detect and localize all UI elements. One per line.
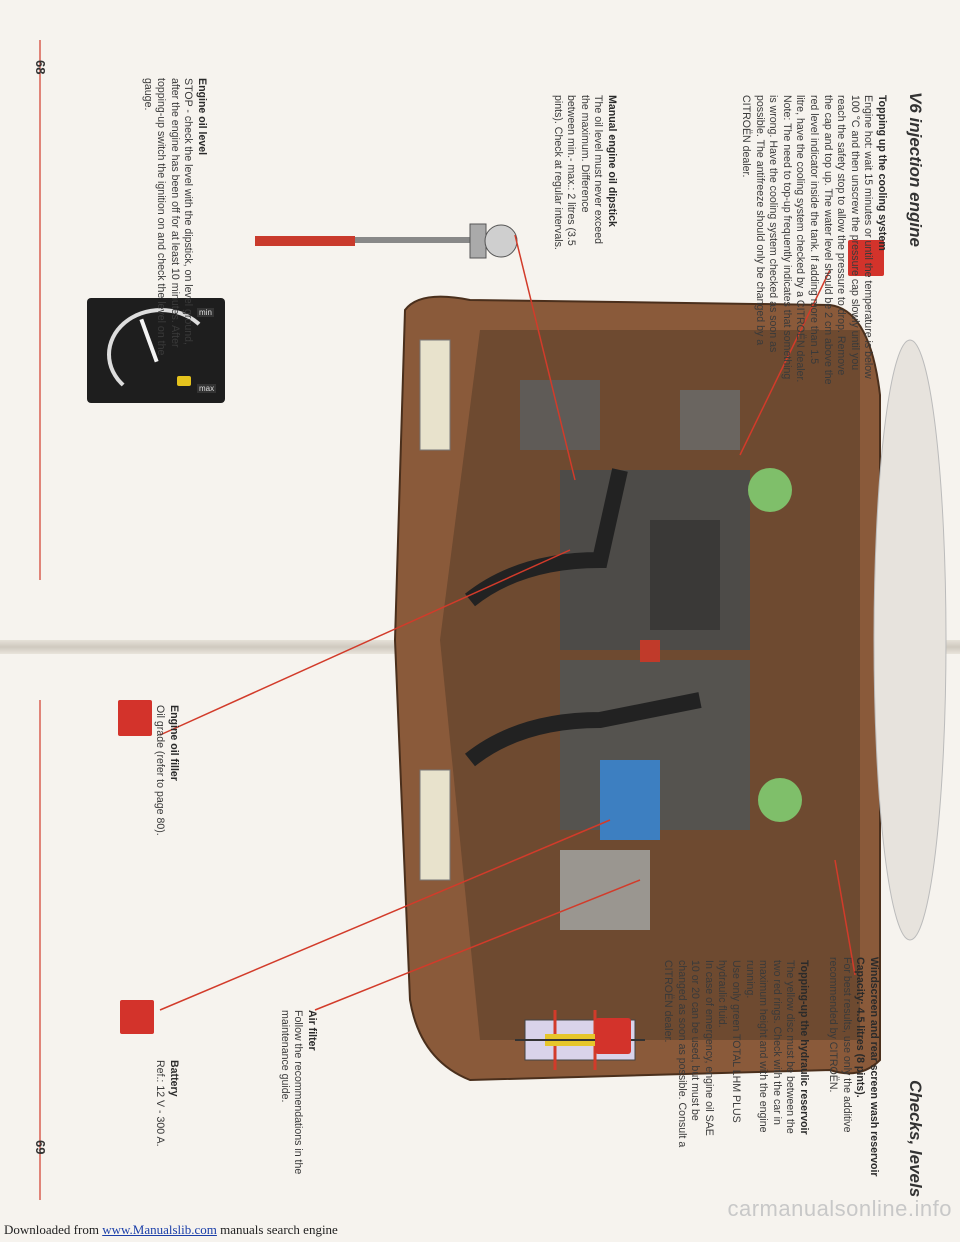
hydraulic-heading: Topping-up the hydraulic reservoir <box>798 960 810 1135</box>
air-filter-section: Air filter Follow the recommendations in… <box>277 1010 318 1210</box>
washer-capacity: Capacity: 4.5 litres (8 pints). <box>854 957 867 1098</box>
dipstick-body: The oil level must never exceed the maxi… <box>551 95 605 250</box>
air-filter-body: Follow the recommendations in the mainte… <box>278 1010 305 1175</box>
left-page-number: 68 <box>33 60 48 75</box>
battery-warning-icon <box>120 1000 154 1034</box>
battery-section: Battery Ref.: 12 V - 300 A. <box>153 1060 180 1210</box>
hydraulic-body-2: Use only green TOTAL LHM PLUS hydraulic … <box>716 960 743 1123</box>
oil-filler-section: Engine oil filler Oil grade (refer to pa… <box>153 705 180 965</box>
oil-filler-heading: Engine oil filler <box>168 705 180 781</box>
footer-suffix: manuals search engine <box>220 1222 338 1237</box>
download-footer: Downloaded from www.Manualslib.com manua… <box>0 1222 960 1242</box>
battery-heading: Battery <box>168 1060 180 1097</box>
oil-level-heading: Engine oil level <box>196 78 208 156</box>
gauge-min-label: min <box>197 308 214 317</box>
cooling-section: Topping up the cooling system Engine hot… <box>738 95 888 385</box>
hydraulic-body-3: In case of emergency, engine oil SAE 10 … <box>662 960 715 1148</box>
air-filter-heading: Air filter <box>306 1010 318 1051</box>
washer-section: Windscreen and rear screen wash reservoi… <box>826 957 880 1177</box>
dipstick-illustration <box>255 223 518 259</box>
oil-can-warning-icon <box>118 700 152 736</box>
manualslib-link[interactable]: www.Manualslib.com <box>102 1222 217 1237</box>
hydraulic-section: Topping-up the hydraulic reservoir The y… <box>660 960 810 1150</box>
hydraulic-warning-icon <box>595 1018 631 1054</box>
oil-level-section: Engine oil level STOP - check the level … <box>140 78 208 368</box>
battery-body: Ref.: 12 V - 300 A. <box>154 1060 167 1147</box>
hydraulic-body-1: The yellow disc must be between the two … <box>743 960 797 1134</box>
right-page-number: 69 <box>33 1140 48 1155</box>
watermark: carmanualsonline.info <box>727 1196 952 1221</box>
footer-prefix: Downloaded from <box>4 1222 99 1237</box>
coolant-warning-icon <box>848 240 884 276</box>
left-page-title: V6 injection engine <box>906 92 925 247</box>
oil-can-icon <box>177 376 191 386</box>
washer-heading: Windscreen and rear screen wash reservoi… <box>868 957 880 1177</box>
cooling-body: Engine hot: wait 15 minutes or until the… <box>740 95 875 385</box>
oil-filler-body: Oil grade (refer to page 80). <box>154 705 167 836</box>
dipstick-section: Manual engine oil dipstick The oil level… <box>550 95 618 255</box>
oil-level-gauge: max min <box>87 298 225 403</box>
washer-body: For best results, use only the additive … <box>827 957 853 1133</box>
dipstick-heading: Manual engine oil dipstick <box>606 95 618 227</box>
gauge-arc <box>107 308 215 401</box>
cooling-heading: Topping up the cooling system <box>876 95 888 251</box>
gauge-max-label: max <box>197 384 217 393</box>
oil-level-body: STOP - check the level with the dipstick… <box>141 78 195 356</box>
